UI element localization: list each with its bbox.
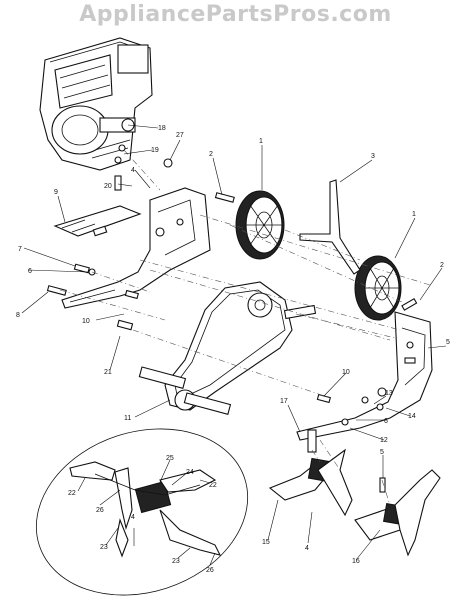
callout-6: 6 — [28, 268, 32, 275]
wheel-upper — [235, 190, 285, 260]
callout-2: 2 — [440, 262, 444, 269]
callout-11: 11 — [124, 415, 131, 422]
callout-5: 5 — [380, 449, 384, 456]
wheel-bracket — [299, 179, 361, 275]
callout-9: 9 — [54, 189, 58, 196]
hardware — [46, 144, 418, 426]
callout-26: 26 — [96, 507, 104, 514]
callout-10: 10 — [82, 318, 90, 325]
chain-case — [138, 281, 317, 415]
callout-7: 7 — [18, 246, 22, 253]
mount-plate — [53, 205, 142, 237]
callout-25: 25 — [166, 455, 174, 462]
callout-14: 14 — [408, 413, 416, 420]
callout-15: 15 — [262, 539, 270, 546]
callout-6: 6 — [384, 418, 388, 425]
wheel-lower — [354, 255, 402, 321]
callout-22: 22 — [209, 482, 217, 489]
callout-17: 17 — [280, 398, 288, 405]
callout-8: 8 — [16, 312, 20, 319]
watermark: AppliancePartsPros.com — [79, 2, 392, 27]
callout-24: 24 — [186, 469, 194, 476]
callout-labels: 1 1 2 2 3 4 4 4 5 5 6 6 7 8 9 10 10 11 1… — [16, 125, 450, 574]
callout-20: 20 — [104, 183, 112, 190]
callout-23: 23 — [100, 544, 108, 551]
callout-4: 4 — [131, 514, 135, 521]
callout-3: 3 — [371, 153, 375, 160]
callout-4: 4 — [131, 167, 135, 174]
callout-12: 12 — [380, 437, 388, 444]
callout-2: 2 — [209, 151, 213, 158]
callout-26: 26 — [206, 567, 214, 574]
callout-16: 16 — [352, 558, 360, 565]
left-frame — [61, 187, 211, 309]
callout-22: 22 — [68, 490, 76, 497]
callout-4: 4 — [305, 545, 309, 552]
right-frame — [296, 311, 433, 441]
callout-1: 1 — [259, 138, 263, 145]
callout-21: 21 — [104, 369, 112, 376]
callout-10: 10 — [342, 369, 350, 376]
engine — [39, 37, 153, 171]
tine-detail-inset — [35, 428, 249, 596]
leader-lines — [21, 124, 447, 566]
callout-27: 27 — [176, 132, 184, 139]
alignment-lines — [59, 149, 431, 506]
callout-1: 1 — [412, 211, 416, 218]
tine-assembly-right — [268, 429, 441, 557]
callout-23: 23 — [172, 558, 180, 565]
callout-19: 19 — [151, 147, 159, 154]
callout-13: 13 — [385, 390, 393, 397]
callout-18: 18 — [158, 125, 166, 132]
callout-5: 5 — [446, 339, 450, 346]
